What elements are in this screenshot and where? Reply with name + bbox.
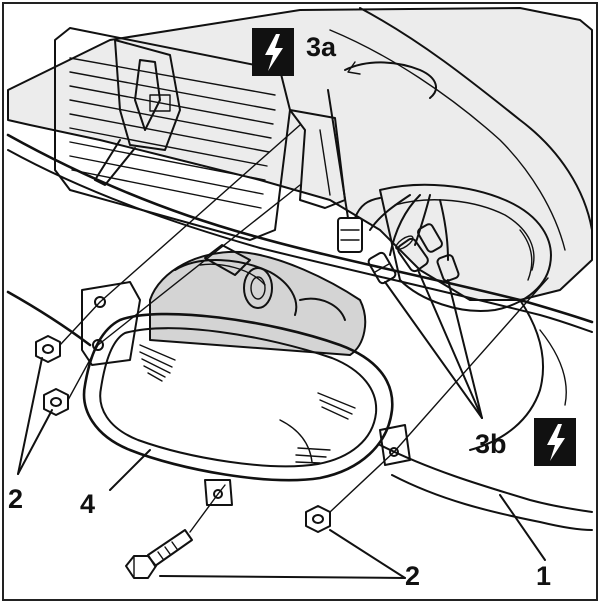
callout-leaders [17, 89, 546, 579]
mounting-nut-top [35, 335, 61, 363]
callout-2-bottom: 2 [405, 561, 420, 591]
callout-3a: 3a [306, 32, 337, 62]
headlamp-housing [379, 183, 552, 312]
callout-4: 4 [80, 489, 95, 519]
callout-3b: 3b [475, 429, 507, 459]
assembly-guide-lines [59, 124, 549, 533]
mounting-bolt [125, 529, 193, 579]
lightning-bolt-icon [252, 28, 294, 76]
mounting-nut-middle [43, 388, 69, 416]
radiator-grille [54, 27, 346, 241]
lightning-bolt-icon [534, 418, 576, 466]
fog-lamp-assembly [81, 244, 411, 506]
wiring-harness [337, 61, 460, 285]
mounting-nut-right [305, 505, 331, 533]
callout-2-left: 2 [8, 484, 23, 514]
callout-1: 1 [536, 561, 551, 591]
